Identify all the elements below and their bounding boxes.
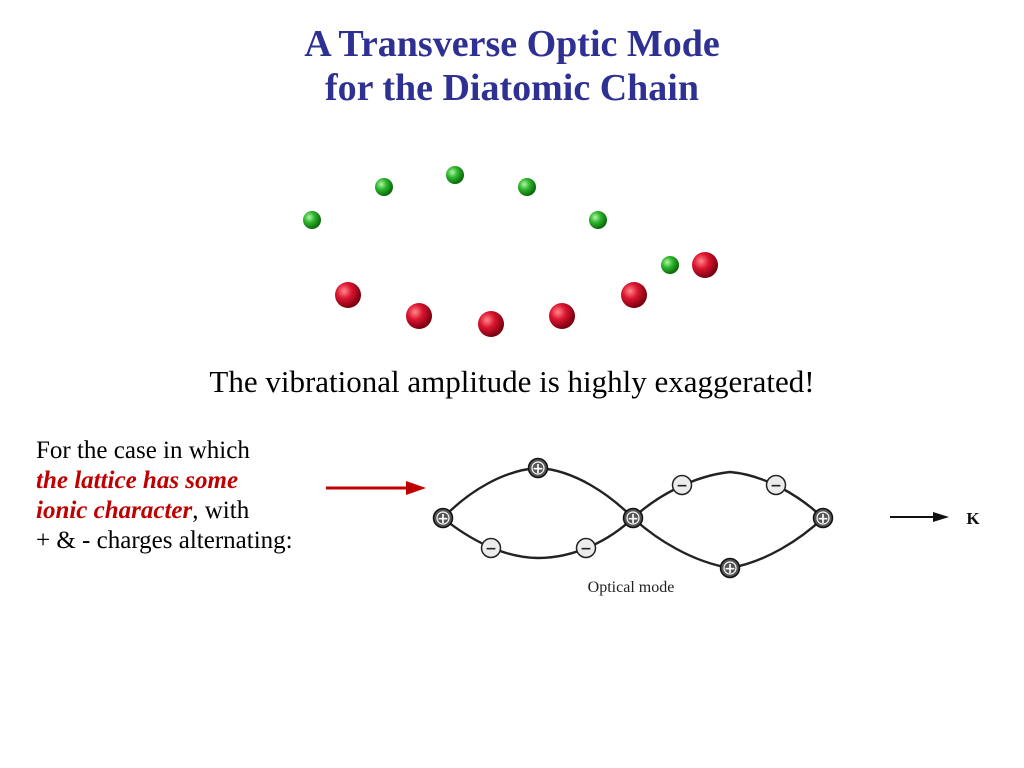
charge-minus: −: [575, 537, 597, 559]
charge-symbol: +: [724, 561, 736, 577]
charge-plus: +: [527, 457, 549, 479]
green-atom: [589, 211, 607, 229]
desc-line-1: For the case in which: [36, 437, 250, 464]
slide-title: A Transverse Optic Mode for the Diatomic…: [0, 22, 1024, 110]
amplitude-note: The vibrational amplitude is highly exag…: [209, 364, 815, 399]
charge-minus: −: [480, 537, 502, 559]
red-atom: [692, 252, 718, 278]
charge-symbol: −: [485, 541, 497, 557]
red-atom: [478, 311, 504, 337]
desc-line-2: the lattice has some: [36, 467, 239, 494]
atom-chain-illustration: [303, 166, 718, 337]
charge-minus: −: [765, 474, 787, 496]
charge-plus: +: [719, 557, 741, 579]
pointer-arrow-icon: [326, 481, 426, 495]
red-atom: [621, 282, 647, 308]
charge-minus: −: [671, 474, 693, 496]
desc-line-3: ionic character, with: [36, 496, 293, 526]
charge-symbol: +: [817, 511, 829, 527]
desc-line-3-rest: , with: [192, 497, 250, 524]
title-line-1: A Transverse Optic Mode: [304, 23, 720, 65]
red-atom: [406, 303, 432, 329]
green-atom: [375, 178, 393, 196]
ionic-description: For the case in which the lattice has so…: [36, 436, 293, 556]
title-line-2: for the Diatomic Chain: [325, 67, 699, 109]
red-atom: [335, 282, 361, 308]
k-direction-arrow-icon: [890, 512, 949, 522]
charge-symbol: −: [580, 541, 592, 557]
desc-line-4: + & - charges alternating:: [36, 527, 293, 554]
charge-plus: +: [432, 507, 454, 529]
optical-mode-caption: Optical mode: [588, 579, 675, 596]
charge-symbol: −: [676, 478, 688, 494]
green-atom: [303, 211, 321, 229]
green-atom: [518, 178, 536, 196]
desc-line-3-emphasis: ionic character: [36, 497, 193, 524]
charge-plus: +: [812, 507, 834, 529]
optical-mode-diagram: + + + + + − − − − K Optical mode: [432, 457, 980, 596]
charge-symbol: +: [532, 461, 544, 477]
charge-symbol: +: [437, 511, 449, 527]
charge-plus: +: [622, 507, 644, 529]
red-atom: [549, 303, 575, 329]
green-atom: [661, 256, 679, 274]
wave-upper-right: [632, 470, 824, 519]
charge-symbol: −: [770, 478, 782, 494]
charge-symbol: +: [627, 511, 639, 527]
green-atom: [446, 166, 464, 184]
wave-lower-left: [442, 517, 634, 560]
k-label: K: [966, 509, 980, 528]
